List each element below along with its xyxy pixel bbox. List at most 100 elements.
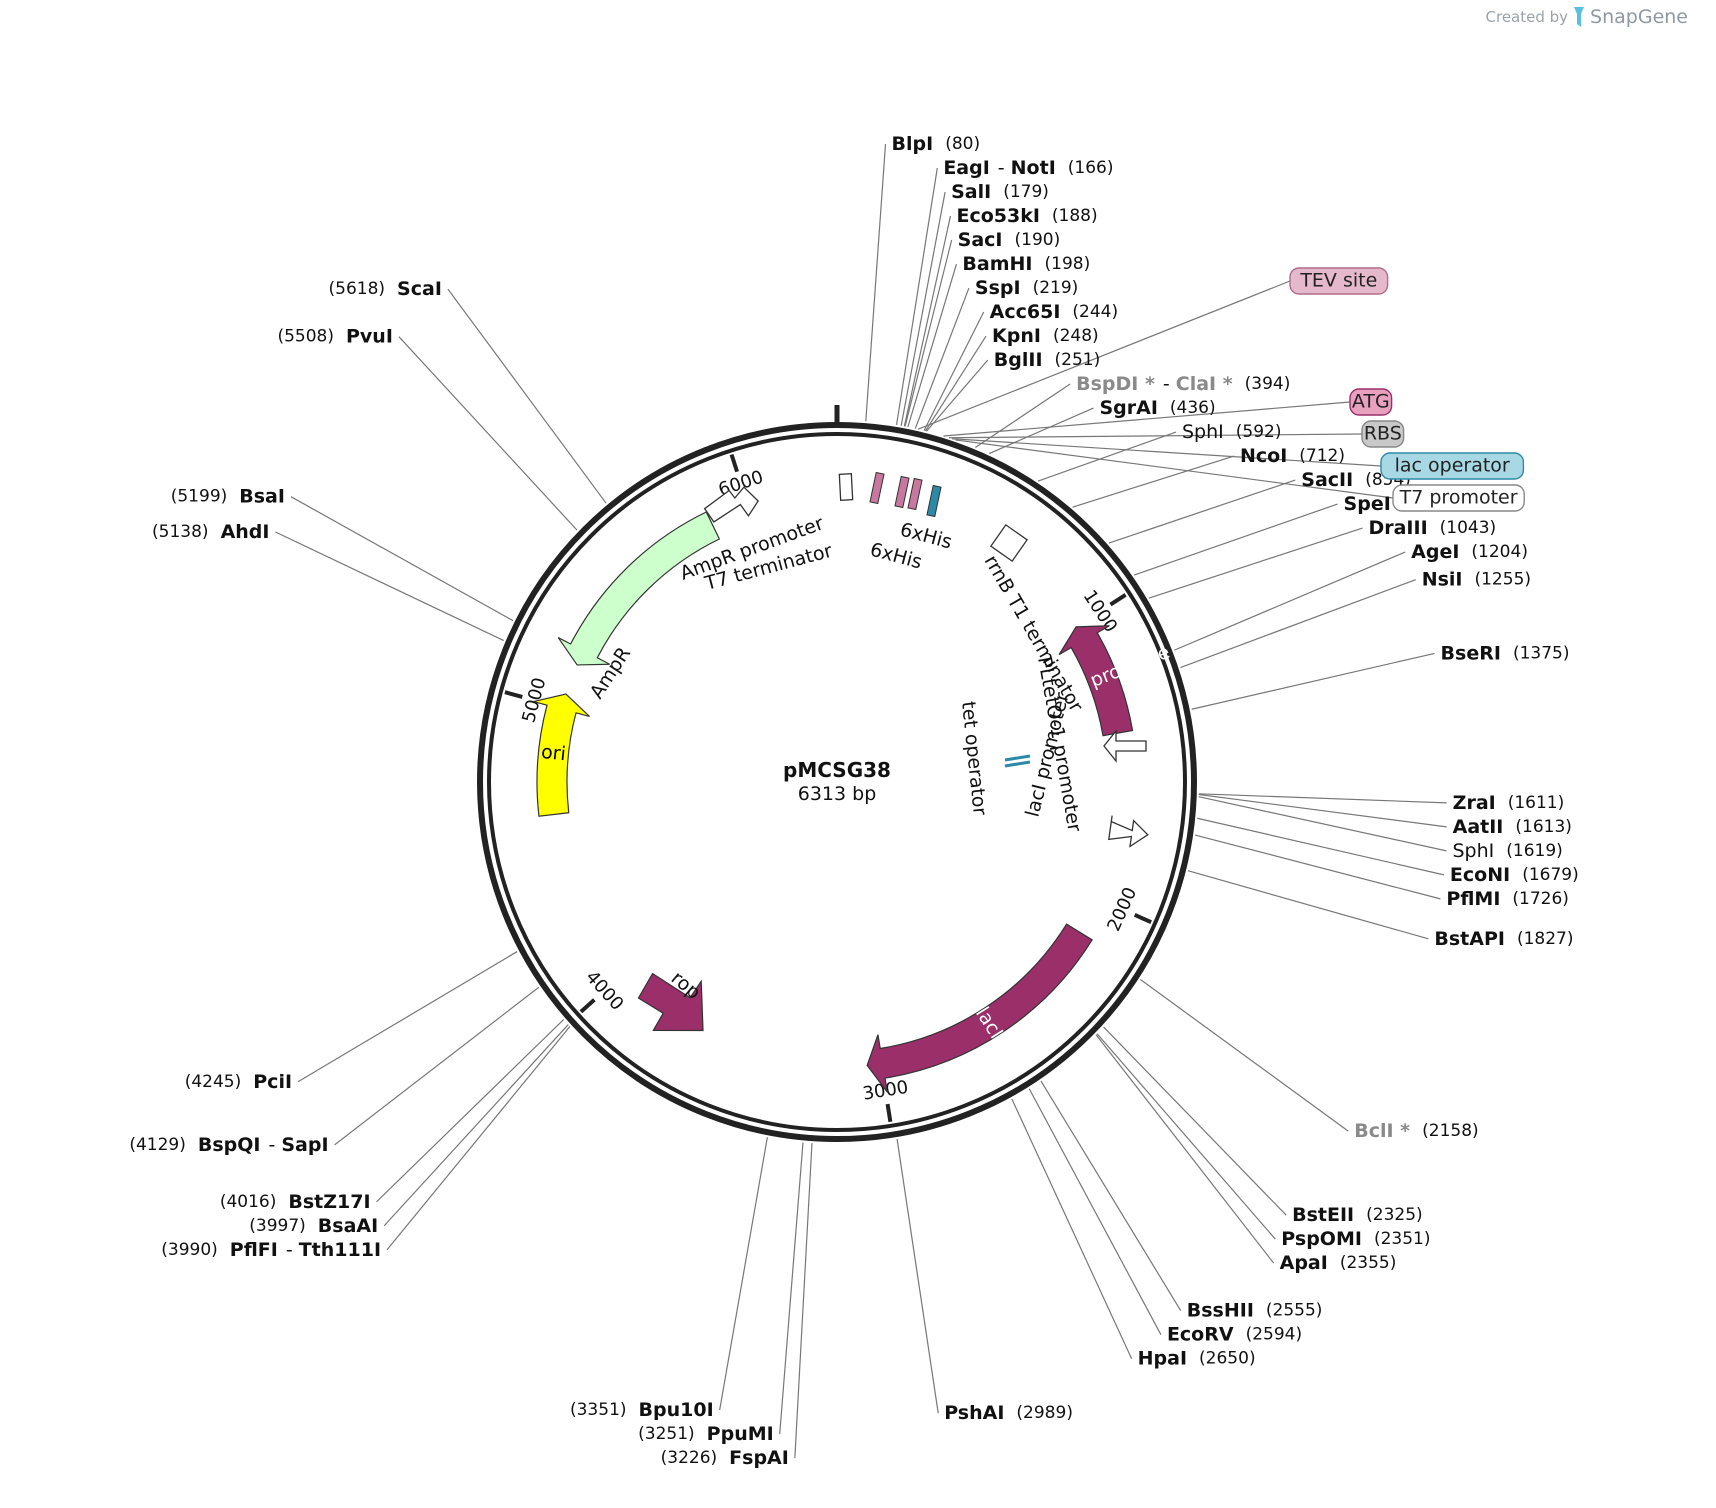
site-label-pshai: PshAI (2989) <box>944 1402 1073 1424</box>
site-enzyme: SacI <box>958 229 1003 251</box>
site-leader <box>1108 479 1296 544</box>
site-label-bpu10i: (3351)Bpu10I <box>570 1399 714 1421</box>
site-position: (2158) <box>1422 1121 1479 1141</box>
site-enzyme: PshAI <box>944 1402 1004 1424</box>
site-position: (80) <box>945 134 980 154</box>
site-leader <box>1198 796 1447 852</box>
site-leader <box>290 496 514 622</box>
site-leader <box>1133 503 1338 576</box>
site-enzyme: KpnI <box>992 325 1041 347</box>
site-label-bsshii: BssHII(2555) <box>1187 1299 1323 1321</box>
his-tag-marker <box>894 475 910 509</box>
site-position: (5138) <box>152 522 209 542</box>
site-label-scai: (5618)ScaI <box>329 278 442 300</box>
tet-operator-marker <box>1004 760 1031 768</box>
site-position: (1619) <box>1506 841 1563 861</box>
small-features <box>703 471 1149 848</box>
site-enzyme: PspOMI <box>1281 1228 1362 1250</box>
site-leader <box>896 1138 939 1414</box>
site-label-bsteii: BstEII(2325) <box>1292 1204 1423 1226</box>
callout-leader <box>943 401 1351 437</box>
site-leader <box>1187 870 1429 940</box>
site-enzyme: PflMI <box>1446 887 1500 909</box>
site-leader <box>794 1143 813 1459</box>
site-position: (436) <box>1170 398 1216 418</box>
site-label-sphi: SphI(592) <box>1182 421 1282 443</box>
site-label-draiii: DraIII(1043) <box>1368 517 1496 539</box>
site-label-bsai: (5199)BsaI <box>171 485 285 507</box>
t7-terminator-box <box>838 473 854 501</box>
plasmid-name: pMCSG38 <box>783 758 891 782</box>
callout-box-t7-promoter <box>1392 484 1525 512</box>
site-position: (394) <box>1245 374 1291 394</box>
site-leader <box>904 239 953 427</box>
site-position: (1726) <box>1512 889 1569 909</box>
callout-box-lac-operator <box>1380 452 1525 480</box>
site-leader <box>924 335 987 432</box>
tick-mark <box>504 690 523 699</box>
site-leader <box>988 407 1094 455</box>
site-label-saci: SacI(190) <box>958 229 1061 251</box>
site-leader <box>1011 1098 1133 1359</box>
site-leader <box>383 1024 569 1227</box>
site-label-ahdi: (5138)AhdI <box>152 520 269 542</box>
site-position: (1611) <box>1508 793 1565 813</box>
site-position: (2351) <box>1374 1229 1431 1249</box>
site-enzyme: SalI <box>951 181 991 203</box>
site-position: (712) <box>1299 446 1345 466</box>
credit-prefix: Created by <box>1485 8 1569 26</box>
site-leader <box>923 311 985 431</box>
site-enzyme: AgeI <box>1411 541 1459 563</box>
site-enzyme: EcoRV <box>1167 1323 1234 1345</box>
feature-arrow-ori <box>533 693 590 817</box>
site-leader-lines <box>275 143 1447 1459</box>
feature-arrow-rop <box>637 972 704 1032</box>
callout-leader <box>917 280 1291 430</box>
site-enzyme: NcoI <box>1240 445 1287 467</box>
site-enzyme: Bpu10I <box>639 1399 714 1421</box>
his-tag-marker <box>907 477 923 511</box>
site-label-sgrai: SgrAI(436) <box>1099 397 1215 419</box>
site-leader <box>900 191 946 426</box>
site-enzyme: BssHII <box>1187 1299 1254 1321</box>
feature-arrow-ampr <box>557 511 721 666</box>
site-enzyme: BamHI <box>962 253 1032 275</box>
callout-leader <box>952 438 1382 467</box>
site-label-nsii: NsiI(1255) <box>1422 568 1531 590</box>
site-position: (219) <box>1033 278 1079 298</box>
site-label-ecorv: EcoRV(2594) <box>1167 1323 1302 1345</box>
site-separator: - <box>286 1238 293 1260</box>
site-leader <box>1180 579 1416 669</box>
site-label-bamhi: BamHI(198) <box>962 253 1090 275</box>
site-position: (2650) <box>1199 1349 1256 1369</box>
laci-promoter-arrow <box>1108 815 1149 848</box>
site-enzyme: PvuI <box>346 325 393 347</box>
site-enzyme: FspAI <box>729 1447 789 1469</box>
site-enzyme: SphI <box>1452 839 1494 861</box>
site-enzyme: HpaI <box>1138 1347 1187 1369</box>
site-position: (2989) <box>1016 1403 1073 1423</box>
site-position: (1255) <box>1474 570 1531 590</box>
site-label-aatii: AatII(1613) <box>1453 815 1572 837</box>
site-leader <box>895 167 938 426</box>
site-label-pspomi: PspOMI (2351) <box>1281 1228 1430 1250</box>
site-position: (1613) <box>1515 817 1572 837</box>
callout-leader <box>948 433 1363 439</box>
site-enzyme: PflFI <box>230 1238 278 1260</box>
site-label-ncoi: NcoI (712) <box>1240 445 1345 467</box>
site-label-sali: SalI(179) <box>951 181 1049 203</box>
site-position: (251) <box>1055 350 1101 370</box>
site-enzyme: BseRI <box>1441 642 1501 664</box>
site-position: (4129) <box>129 1135 186 1155</box>
snapgene-logo-icon <box>1574 7 1585 27</box>
site-leader <box>1103 1026 1287 1216</box>
site-label-bcli: BclI * (2158) <box>1354 1120 1478 1142</box>
site-enzyme: BclI * <box>1354 1120 1410 1142</box>
site-label-acc65i: Acc65I(244) <box>990 301 1118 323</box>
site-enzyme: ZraI <box>1453 791 1496 813</box>
site-label-bstapi: BstAPI(1827) <box>1434 927 1573 949</box>
site-separator: - <box>1163 373 1170 395</box>
site-position: (1827) <box>1517 929 1574 949</box>
site-enzyme: Acc65I <box>990 301 1061 323</box>
site-enzyme: NotI <box>1011 157 1056 179</box>
